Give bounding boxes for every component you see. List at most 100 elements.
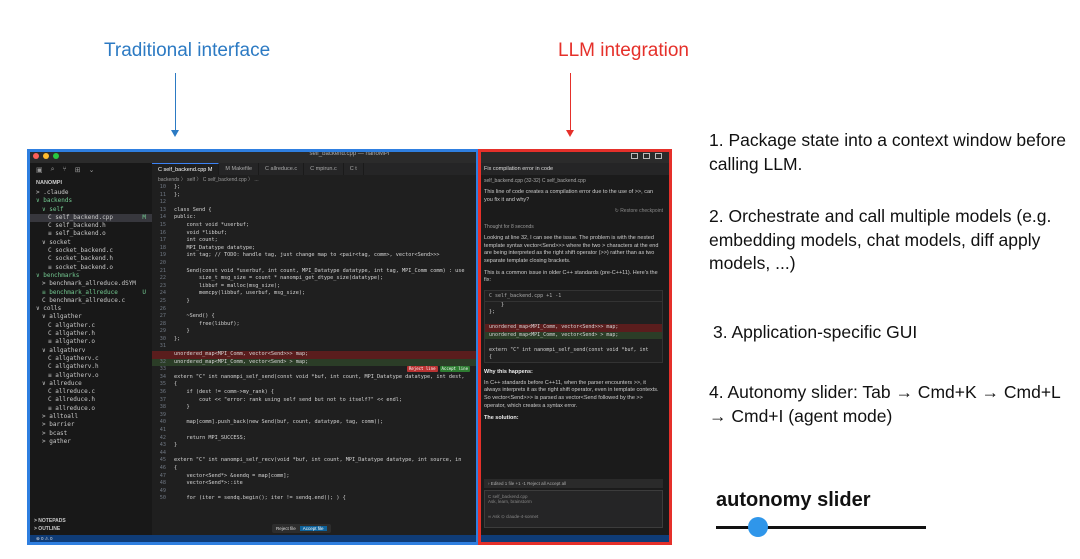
file-tree-item[interactable]: ∨ allgather [30,313,152,321]
editor-tab[interactable]: M Makefile [219,163,260,175]
file-tree-item[interactable]: > gather [30,438,152,446]
search-icon[interactable]: ⌕ [50,166,55,173]
editor-tab[interactable]: C allreduce.c [259,163,305,175]
code-line[interactable]: 48 vector<Send*>::ite [152,480,478,488]
reject-line-button[interactable]: Reject line [407,366,438,373]
code-line[interactable]: 22 size_t msg_size = count * nanompi_get… [152,275,478,283]
chat-input-footer[interactable]: ∞ Ask ⊙ claude-4-sonnet [488,514,539,519]
code-line[interactable]: 25 } [152,298,478,306]
extensions-icon[interactable]: ⊞ [74,167,81,174]
code-line[interactable]: 47 vector<Send*> &sendq = map[comm]; [152,473,478,481]
files-icon[interactable]: ▣ [36,167,43,174]
code-line[interactable]: 11}; [152,192,478,200]
file-tree-item[interactable]: C socket_backend.h [30,255,152,263]
source-control-icon[interactable]: ⑂ [62,166,67,173]
editor-tab[interactable]: C mpirun.c [304,163,344,175]
thought-indicator[interactable]: Thought for 8 seconds [484,224,534,231]
code-line[interactable]: 37 cout << "error: rank using self send … [152,397,478,405]
toggle-panel-icon[interactable] [643,153,650,159]
code-line[interactable]: 36 if (dest != comm->my_rank) { [152,389,478,397]
code-line[interactable]: 38 } [152,404,478,412]
chat-input-box[interactable]: C self_backend.cpp Ask, learn, brainstor… [484,490,663,528]
accept-line-button[interactable]: Accept line [439,366,470,373]
code-line[interactable]: 49 [152,488,478,496]
code-line[interactable]: 44 [152,450,478,458]
code-line[interactable]: 50 for (iter = sendq.begin(); iter != se… [152,495,478,503]
code-line[interactable]: 16 void *libbuf; [152,230,478,238]
file-tree-item[interactable]: C allgather.h [30,330,152,338]
file-tree-item[interactable]: C allreduce.h [30,396,152,404]
accept-file-button[interactable]: Accept file [299,526,327,531]
code-line[interactable]: 23 libbuf = malloc(msg_size); [152,283,478,291]
code-line[interactable]: 39 [152,412,478,420]
reject-file-button[interactable]: Reject file [276,526,296,531]
autonomy-slider-track[interactable] [716,526,926,529]
toggle-sidebar-icon[interactable] [631,153,638,159]
code-line[interactable]: 21 Send(const void *userbuf, int count, … [152,268,478,276]
file-tree-item[interactable]: ∨ self [30,206,152,214]
chat-input-placeholder[interactable]: Ask, learn, brainstorm [488,499,532,504]
file-tree-item[interactable]: ∨ socket [30,239,152,247]
restore-checkpoint-button[interactable]: ↻ Restore checkpoint [614,208,663,215]
file-tree-item[interactable]: C benchmark_allreduce.c [30,297,152,305]
file-tree-item[interactable]: > .claude [30,189,152,197]
editor-tab[interactable]: C t [344,163,364,175]
file-tree-item[interactable]: C allgatherv.c [30,355,152,363]
close-window-icon[interactable] [33,153,39,159]
file-tree-item[interactable]: ≡ allreduce.o [30,405,152,413]
file-tree-item[interactable]: ∨ colls [30,305,152,313]
file-tree-item[interactable]: ≡ socket_backend.o [30,264,152,272]
code-line[interactable]: 42 return MPI_SUCCESS; [152,435,478,443]
file-tree-item[interactable]: ≡ allgatherv.o [30,372,152,380]
sidebar-section[interactable]: > OUTLINE [34,526,61,533]
file-tree-item[interactable]: > barrier [30,421,152,429]
code-line[interactable]: 24 memcpy(libbuf, userbuf, msg_size); [152,290,478,298]
code-line[interactable]: 28 free(libbuf); [152,321,478,329]
autonomy-slider-knob[interactable] [748,517,768,537]
sidebar-section[interactable]: > NOTEPADS [34,518,66,525]
toggle-chat-icon[interactable] [655,153,662,159]
file-tree-item[interactable]: > bcast [30,430,152,438]
code-line[interactable]: 30}; [152,336,478,344]
minimize-window-icon[interactable] [43,153,49,159]
file-tree-item[interactable]: ≡ allgather.o [30,338,152,346]
chat-file-reference[interactable]: self_backend.cpp (32-32) C self_backend.… [484,178,586,184]
code-line[interactable]: 43} [152,442,478,450]
code-line[interactable]: 10}; [152,184,478,192]
code-line[interactable]: 15 const void *userbuf; [152,222,478,230]
file-tree-item[interactable]: ∨ allreduce [30,380,152,388]
code-line[interactable]: 41 [152,427,478,435]
file-tree-item[interactable]: > benchmark_allreduce.dSYM [30,280,152,288]
code-line[interactable]: 27 ~Send() { [152,313,478,321]
file-tree-item[interactable]: ∨ benchmarks [30,272,152,280]
file-tree-item[interactable]: C allgatherv.h [30,363,152,371]
maximize-window-icon[interactable] [53,153,59,159]
chevron-down-icon[interactable]: ⌄ [88,167,95,174]
file-tree-item[interactable]: ∨ allgatherv [30,347,152,355]
code-line[interactable]: 40 map[comm].push_back(new Send(buf, cou… [152,419,478,427]
code-line[interactable]: 20 [152,260,478,268]
code-line[interactable]: 46{ [152,465,478,473]
file-tree-item[interactable]: C allgather.c [30,322,152,330]
file-tree-item[interactable]: ≡ self_backend.o [30,230,152,238]
editor-tab[interactable]: C self_backend.cpp M [152,163,220,175]
file-tree-item[interactable]: ∨ backends [30,197,152,205]
code-line[interactable]: 29 } [152,328,478,336]
edited-files-bar[interactable]: › Edited 1 file +1 -1 Reject all Accept … [484,479,663,488]
code-line[interactable]: 18 MPI_Datatype datatype; [152,245,478,253]
file-tree-item[interactable]: > alltoall [30,413,152,421]
code-line[interactable]: 19 int tag; // TODO: handle tag, just ch… [152,252,478,260]
code-line[interactable]: 12 [152,199,478,207]
file-tree-item[interactable]: C self_backend.h [30,222,152,230]
code-line[interactable]: unordered_map<MPI_Comm, vector<Send>>> m… [152,351,478,359]
code-line[interactable]: 31 [152,343,478,351]
code-line[interactable]: 26 [152,306,478,314]
